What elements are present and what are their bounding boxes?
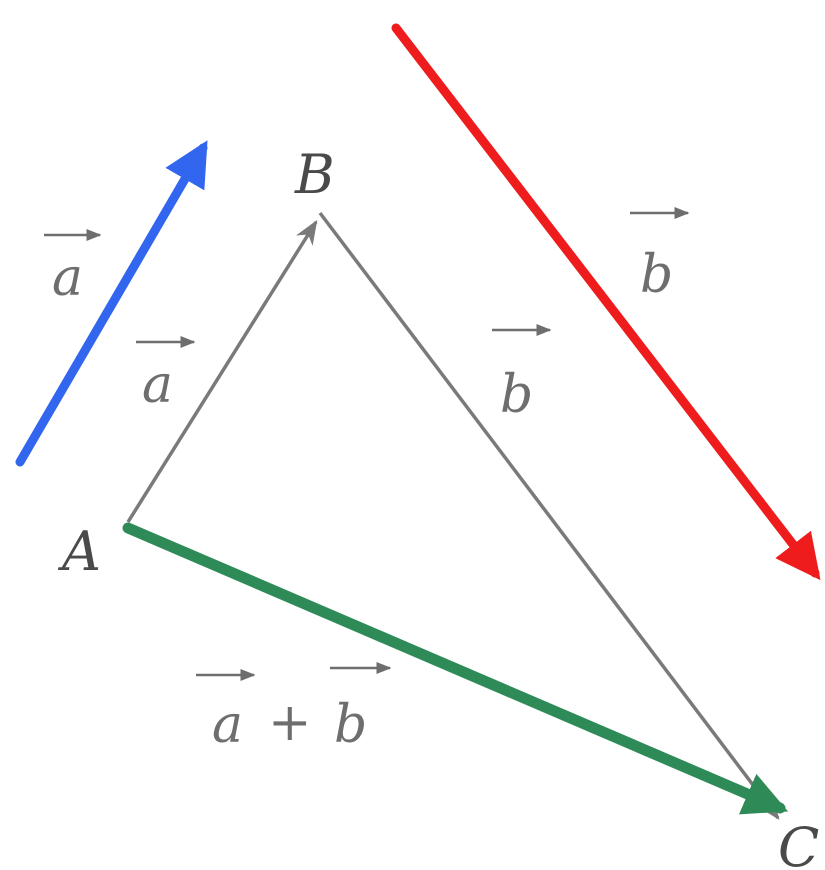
label-sum-b: b (334, 695, 367, 755)
label-edge-bc: b (500, 365, 533, 425)
triangle-edge-ab (126, 219, 318, 523)
point-label-a: A (57, 520, 101, 583)
triangle-edge-bc (318, 211, 780, 820)
label-free-b: b (640, 245, 673, 305)
label-edge-ab: a (142, 355, 173, 415)
free-vector-a-arrow (15, 140, 208, 467)
point-label-b: B (294, 143, 335, 206)
label-sum-plus: + (268, 693, 312, 753)
free-vector-b-arrow (391, 23, 821, 581)
resultant-vector-arrow (122, 522, 789, 815)
label-sum-a: a (212, 695, 243, 755)
point-label-c: C (778, 816, 819, 870)
label-free-a: a (52, 248, 83, 308)
